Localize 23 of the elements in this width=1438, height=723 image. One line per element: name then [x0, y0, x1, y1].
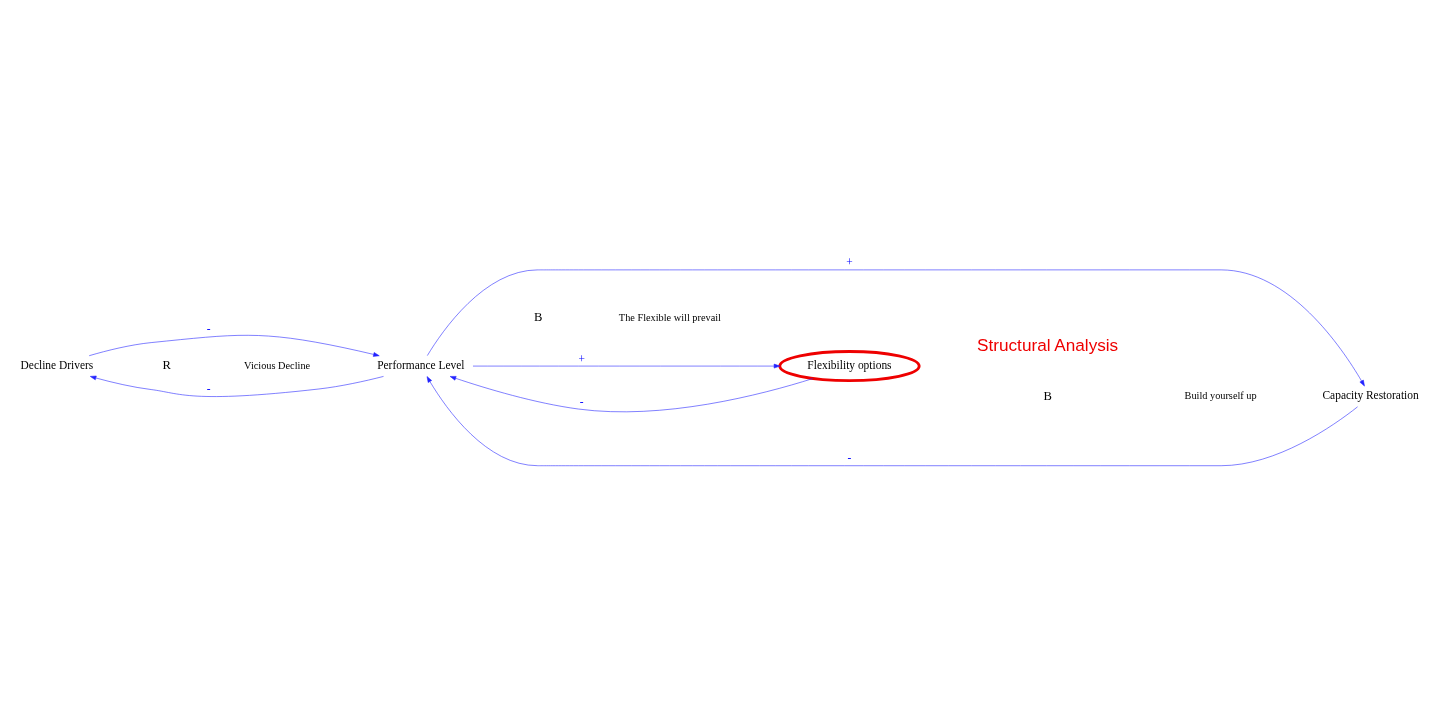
label: Vicious Decline	[243, 359, 310, 371]
arrow	[426, 269, 1365, 387]
arrow	[88, 335, 380, 357]
label: B	[1042, 388, 1052, 403]
edge-label: +	[578, 352, 585, 365]
node-text: Performance Level	[376, 358, 464, 371]
arrow	[426, 376, 1358, 466]
label: Build yourself up	[1184, 389, 1257, 401]
edge-label: +	[845, 256, 853, 269]
edge-label: -	[206, 323, 211, 336]
label: The Flexible will prevail	[618, 311, 721, 323]
node-text: Capacity Restoration	[1321, 389, 1419, 402]
edge-label: -	[579, 395, 584, 408]
label: B	[533, 310, 542, 325]
arrow	[472, 363, 780, 369]
edge-label: -	[847, 452, 851, 465]
arrow	[89, 375, 384, 397]
edge-label: -	[206, 382, 211, 395]
node-ellipse: Flexibility options	[777, 350, 921, 383]
label: R	[161, 358, 171, 373]
node-text: Decline Drivers	[20, 358, 93, 371]
label: Structural Analysis	[976, 335, 1118, 356]
arrow	[449, 376, 813, 413]
